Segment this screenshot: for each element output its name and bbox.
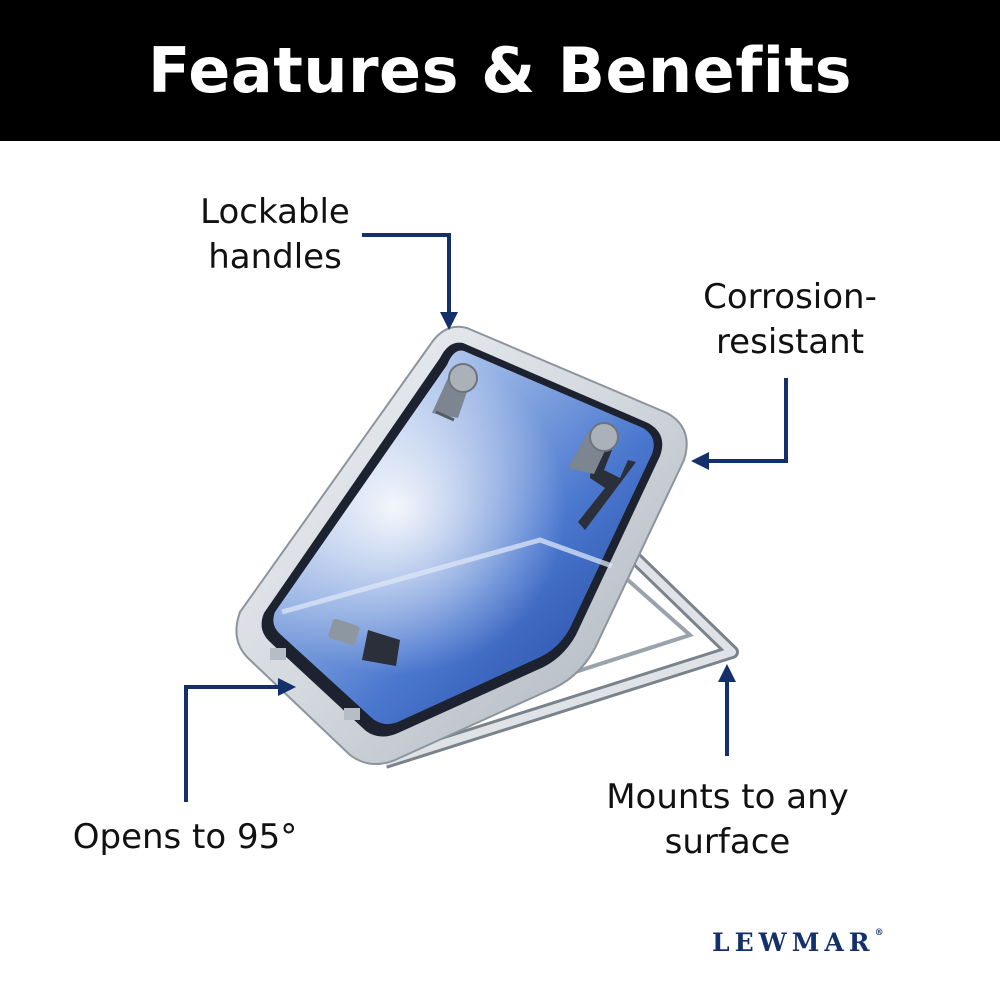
callout-lockable-handles: Lockable handles: [190, 190, 360, 280]
callout-mounts-line2: surface: [664, 822, 791, 862]
header-banner: Features & Benefits: [0, 0, 1000, 141]
arrowhead-corrosion: [691, 452, 709, 470]
arrowhead-lockable: [440, 312, 458, 330]
callout-lockable-line1: Lockable: [200, 192, 350, 232]
arrowhead-mounts: [718, 664, 736, 682]
arrowhead-opens: [278, 678, 296, 696]
callout-opens-line1: Opens to 95°: [72, 817, 298, 857]
page-title: Features & Benefits: [147, 34, 853, 107]
arrow-lockable: [362, 233, 451, 314]
callout-corrosion-resistant: Corrosion- resistant: [670, 275, 910, 365]
callout-lockable-line2: handles: [208, 237, 342, 277]
brand-logo: LEWMAR®: [712, 928, 957, 957]
callout-corrosion-line2: resistant: [715, 322, 865, 362]
brand-name: LEWMAR: [712, 928, 875, 957]
arrow-opens: [184, 685, 280, 802]
arrow-corrosion: [707, 378, 788, 463]
callout-mounts-line1: Mounts to any: [606, 777, 849, 817]
callout-corrosion-line1: Corrosion-: [703, 277, 877, 317]
lock-handle-top-left: [432, 363, 478, 422]
hinge-bracket: [270, 618, 400, 720]
callout-opens-to-95: Opens to 95°: [50, 815, 320, 860]
registered-mark: ®: [874, 928, 884, 938]
callout-mounts-to-any-surface: Mounts to any surface: [590, 775, 865, 865]
lock-handle-right: [568, 422, 636, 530]
